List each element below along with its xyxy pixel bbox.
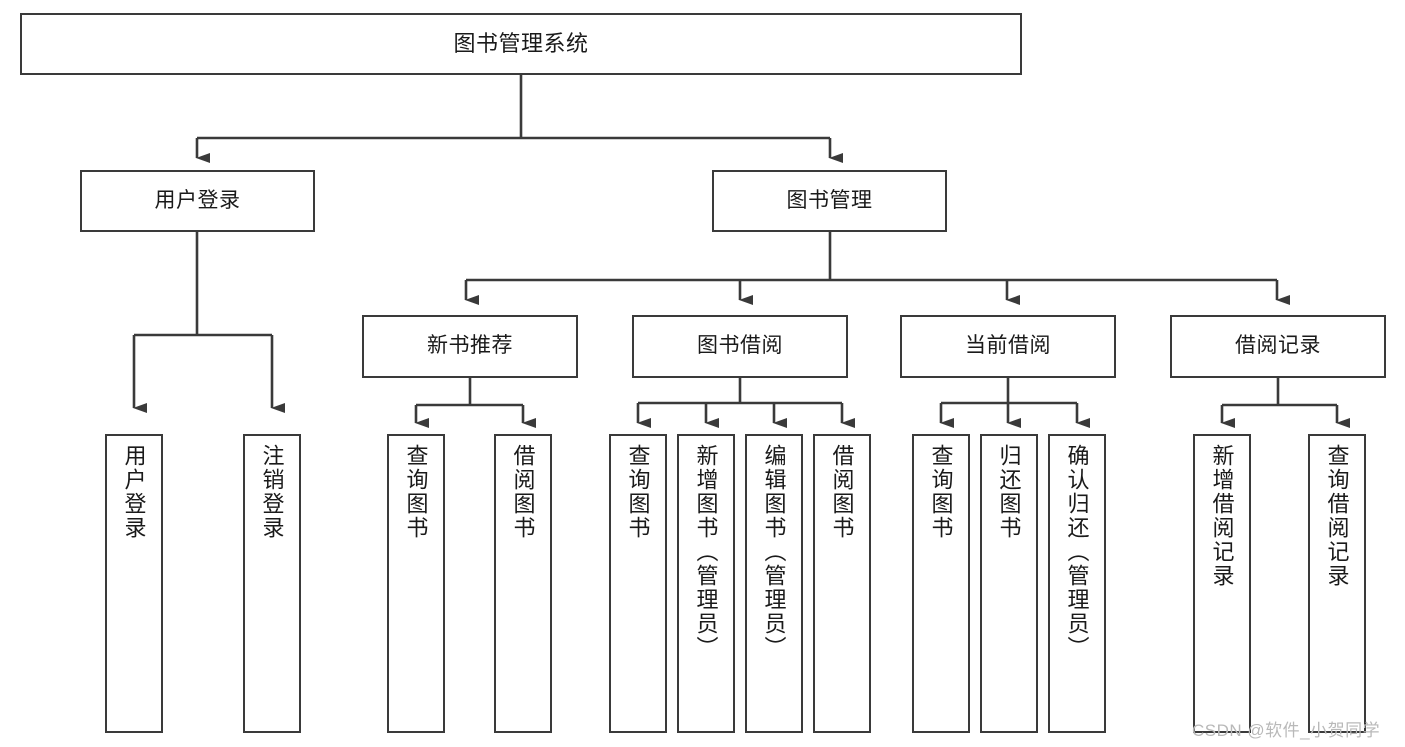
node-current-borrow[interactable]: 当前借阅 [900,315,1116,378]
node-book-borrow[interactable]: 图书借阅 [632,315,848,378]
node-label: 查询图书 [403,444,429,540]
node-leaf-user-login[interactable]: 用户登录 [105,434,163,733]
node-leaf-query-book-borrow[interactable]: 查询图书 [609,434,667,733]
node-leaf-query-borrow-record[interactable]: 查询借阅记录 [1308,434,1366,733]
node-label: 用户登录 [154,188,241,212]
node-label: 用户登录 [121,444,147,540]
node-book-manage[interactable]: 图书管理 [712,170,947,232]
node-leaf-add-book[interactable]: 新增图书（管理员） [677,434,735,733]
node-label: 新书推荐 [427,334,513,358]
node-label: 借阅图书 [510,444,536,540]
node-label: 借阅记录 [1235,334,1321,358]
node-label: 新增图书（管理员） [693,444,719,660]
node-leaf-query-book-current[interactable]: 查询图书 [912,434,970,733]
node-leaf-confirm-return[interactable]: 确认归还（管理员） [1048,434,1106,733]
node-leaf-borrow-book[interactable]: 借阅图书 [813,434,871,733]
node-label: 查询借阅记录 [1324,444,1350,588]
node-borrow-record[interactable]: 借阅记录 [1170,315,1386,378]
node-leaf-edit-book[interactable]: 编辑图书（管理员） [745,434,803,733]
node-root-system[interactable]: 图书管理系统 [20,13,1022,75]
node-label: 新增借阅记录 [1209,444,1235,588]
node-leaf-return-book[interactable]: 归还图书 [980,434,1038,733]
node-leaf-query-book-recommend[interactable]: 查询图书 [387,434,445,733]
node-label: 归还图书 [996,444,1022,540]
node-label: 注销登录 [259,444,285,540]
node-user-login[interactable]: 用户登录 [80,170,315,232]
node-label: 借阅图书 [829,444,855,540]
node-label: 图书管理 [786,188,873,212]
node-label: 图书借阅 [697,334,783,358]
node-label: 图书管理系统 [453,31,589,57]
node-leaf-logout-login[interactable]: 注销登录 [243,434,301,733]
node-label: 查询图书 [625,444,651,540]
node-label: 确认归还（管理员） [1064,444,1090,660]
csdn-watermark: CSDN @软件_小贺同学 [1192,721,1381,740]
node-label: 编辑图书（管理员） [761,444,787,660]
node-leaf-add-borrow-record[interactable]: 新增借阅记录 [1193,434,1251,733]
node-label: 当前借阅 [965,334,1051,358]
node-new-book-recommend[interactable]: 新书推荐 [362,315,578,378]
node-leaf-borrow-book-recommend[interactable]: 借阅图书 [494,434,552,733]
node-label: 查询图书 [928,444,954,540]
